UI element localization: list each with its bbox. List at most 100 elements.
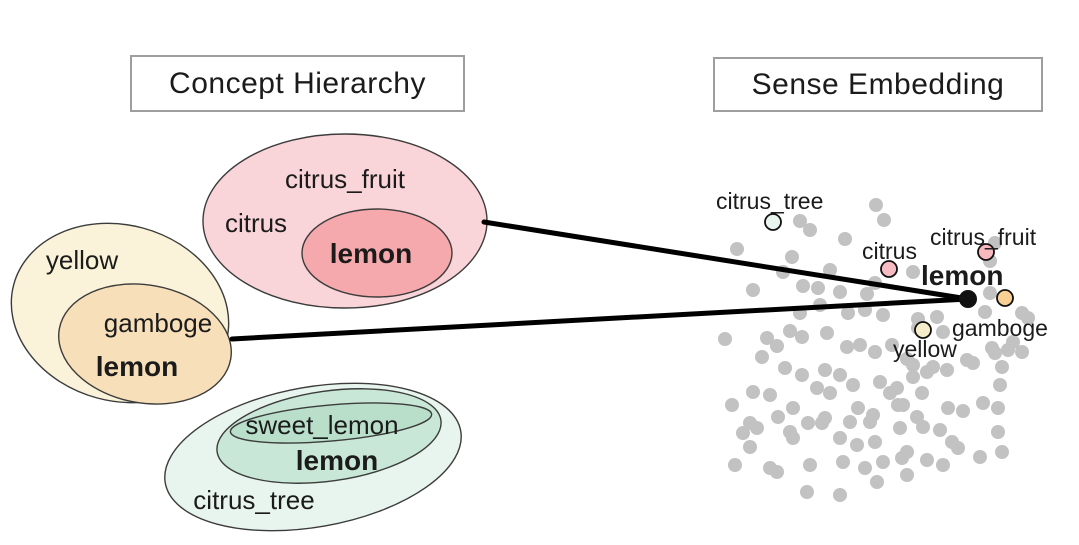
embedding-point xyxy=(770,339,784,353)
embedding-point xyxy=(840,340,854,354)
embedding-point xyxy=(895,451,909,465)
embedding-point xyxy=(811,281,825,295)
embedding-point xyxy=(940,363,954,377)
embedding-point xyxy=(746,385,760,399)
concept-hierarchy-title: Concept Hierarchy xyxy=(130,55,465,112)
embedding-point xyxy=(818,363,832,377)
embedding-point xyxy=(885,338,899,352)
embedding-point xyxy=(843,415,857,429)
embedding-point xyxy=(786,401,800,415)
embedding-point xyxy=(823,386,837,400)
embedding-point xyxy=(730,242,744,256)
embedding-point xyxy=(870,475,884,489)
embedding-point xyxy=(841,306,855,320)
embedding-point xyxy=(783,324,797,338)
hierarchy-label-citrus_fruit: citrus_fruit xyxy=(285,164,406,194)
embedding-point xyxy=(936,325,950,339)
sense-label-citrus_fruit: citrus_fruit xyxy=(930,224,1037,250)
embedding-point xyxy=(771,410,785,424)
embedding-point xyxy=(973,450,987,464)
embedding-point xyxy=(915,386,929,400)
hierarchy-label-citrus_tree: citrus_tree xyxy=(193,485,314,515)
sense-point-citrus_fruit xyxy=(977,243,995,261)
embedding-point xyxy=(833,431,847,445)
embedding-point xyxy=(956,404,970,418)
embedding-point xyxy=(725,398,739,412)
embedding-point xyxy=(820,326,834,340)
embedding-point xyxy=(900,468,914,482)
embedding-point xyxy=(833,368,847,382)
embedding-point xyxy=(833,285,847,299)
sense-point-gamboge xyxy=(996,289,1014,307)
embedding-point xyxy=(891,398,905,412)
embedding-point xyxy=(743,416,757,430)
hierarchy-label-lemon: lemon xyxy=(96,351,178,382)
sense-point-yellow xyxy=(914,321,932,339)
embedding-point xyxy=(850,438,864,452)
sense-point-citrus_tree xyxy=(764,213,782,231)
embedding-point xyxy=(916,420,930,434)
embedding-point xyxy=(951,441,965,455)
embedding-point xyxy=(1015,345,1029,359)
embedding-point xyxy=(993,378,1007,392)
concept-sense-link-line xyxy=(229,296,971,342)
embedding-point xyxy=(869,198,883,212)
embedding-point xyxy=(803,223,817,237)
hierarchy-label-lemon: lemon xyxy=(296,445,378,476)
embedding-point xyxy=(920,453,934,467)
embedding-point xyxy=(873,375,887,389)
embedding-point xyxy=(803,458,817,472)
embedding-point xyxy=(796,279,810,293)
embedding-point xyxy=(991,425,1005,439)
embedding-point xyxy=(983,286,997,300)
embedding-point xyxy=(763,388,777,402)
embedding-point xyxy=(995,360,1009,374)
embedding-point xyxy=(736,426,750,440)
embedding-point xyxy=(978,305,992,319)
embedding-point xyxy=(876,308,890,322)
sense-point-citrus xyxy=(880,260,898,278)
concept-sense-link-line xyxy=(481,219,971,302)
embedding-point xyxy=(778,361,792,375)
embedding-point xyxy=(836,455,850,469)
embedding-point xyxy=(823,263,837,277)
embedding-point xyxy=(936,458,950,472)
embedding-point xyxy=(800,485,814,499)
embedding-point xyxy=(941,401,955,415)
sweet_lemon-ellipse xyxy=(229,402,433,444)
embedding-point xyxy=(795,330,809,344)
embedding-point xyxy=(995,445,1009,459)
embedding-point xyxy=(976,396,990,410)
embedding-point xyxy=(770,465,784,479)
embedding-point xyxy=(795,368,809,382)
embedding-point xyxy=(988,346,1002,360)
sense-embedding-title: Sense Embedding xyxy=(713,57,1043,112)
embedding-point xyxy=(906,370,920,384)
hierarchy-label-yellow: yellow xyxy=(46,245,118,275)
embedding-point xyxy=(728,458,742,472)
embedding-point xyxy=(906,265,920,279)
embedding-point xyxy=(718,332,732,346)
embedding-point xyxy=(991,401,1005,415)
embedding-point xyxy=(933,423,947,437)
embedding-point xyxy=(863,415,877,429)
embedding-point xyxy=(877,213,891,227)
embedding-point xyxy=(743,440,757,454)
lemon-pink-ellipse xyxy=(301,208,453,298)
embedding-point xyxy=(1021,311,1035,325)
embedding-point xyxy=(926,360,940,374)
embedding-point xyxy=(853,338,867,352)
embedding-point xyxy=(755,350,769,364)
embedding-point xyxy=(851,401,865,415)
hierarchy-label-sweet_lemon: sweet_lemon xyxy=(245,410,398,440)
gamboge-ellipse xyxy=(58,283,232,405)
embedding-point xyxy=(966,356,980,370)
sense-label-gamboge: gamboge xyxy=(952,315,1048,341)
embedding-point xyxy=(786,431,800,445)
embedding-point xyxy=(906,358,920,372)
embedding-point xyxy=(1006,335,1020,349)
embedding-point xyxy=(858,461,872,475)
embedding-point xyxy=(876,455,890,469)
